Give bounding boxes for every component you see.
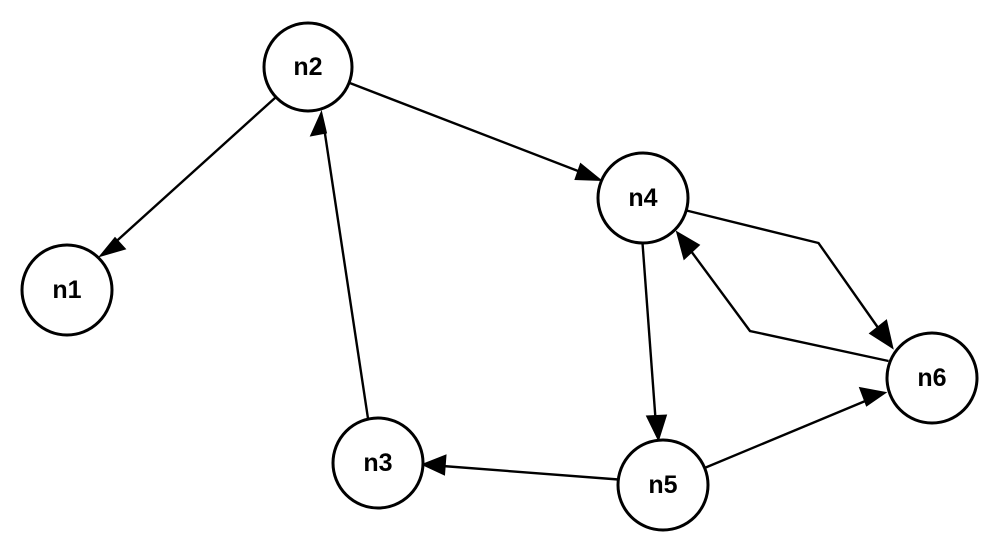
edge-n4-n5-hit[interactable] [643,243,659,441]
edge-n3-n2-arrowhead [309,109,328,137]
edge-n5-n3[interactable] [420,454,619,481]
node-n2[interactable]: n2 [262,21,354,113]
edge-n4-n5-line [641,242,658,426]
edge-n2-n4-hit[interactable] [349,83,602,181]
edge-n3-n2-line [322,123,370,419]
node-n3[interactable]: n3 [331,416,425,510]
edge-n2-n1-line [103,96,277,253]
edge-n5-n3-arrowhead [420,454,447,476]
edge-n5-n6[interactable] [704,386,888,470]
edge-n2-n4-line [348,81,592,178]
node-n4[interactable]: n4 [596,151,690,245]
edge-n2-n4[interactable] [348,81,603,182]
node-n1[interactable]: n1 [20,243,114,337]
edge-n6-n4-arrowhead [675,230,701,261]
edge-n2-n4-arrowhead [574,162,603,182]
node-n1-circle[interactable] [20,243,114,337]
edge-n4-n6-line [686,209,881,332]
edge-n4-n6-arrowhead [868,319,894,350]
node-n4-circle[interactable] [596,151,690,245]
edge-n3-n2[interactable] [309,109,370,419]
edge-n5-n6-line [704,396,873,470]
node-n5-circle[interactable] [616,438,710,532]
edge-n3-n2-hit[interactable] [322,112,369,419]
node-n6-circle[interactable] [885,331,979,425]
edge-n5-n3-hit[interactable] [422,465,619,480]
edges-layer [98,81,894,481]
edge-n4-n6[interactable] [686,209,894,350]
node-n5[interactable]: n5 [616,438,710,532]
node-n2-circle[interactable] [262,21,354,113]
edge-n4-n5[interactable] [641,242,668,442]
edge-n6-n4[interactable] [675,230,889,363]
edge-n6-n4-line [687,246,889,363]
node-n6[interactable]: n6 [885,331,979,425]
edge-n2-n1[interactable] [98,96,277,258]
edge-n2-n1-hit[interactable] [100,98,276,257]
edge-n5-n3-line [435,464,619,481]
node-n3-circle[interactable] [331,416,425,510]
edge-n5-n6-hit[interactable] [705,393,887,469]
edge-n4-n5-arrowhead [645,414,668,442]
edge-n5-n6-arrowhead [858,386,888,407]
edge-n2-n1-arrowhead [98,236,127,258]
